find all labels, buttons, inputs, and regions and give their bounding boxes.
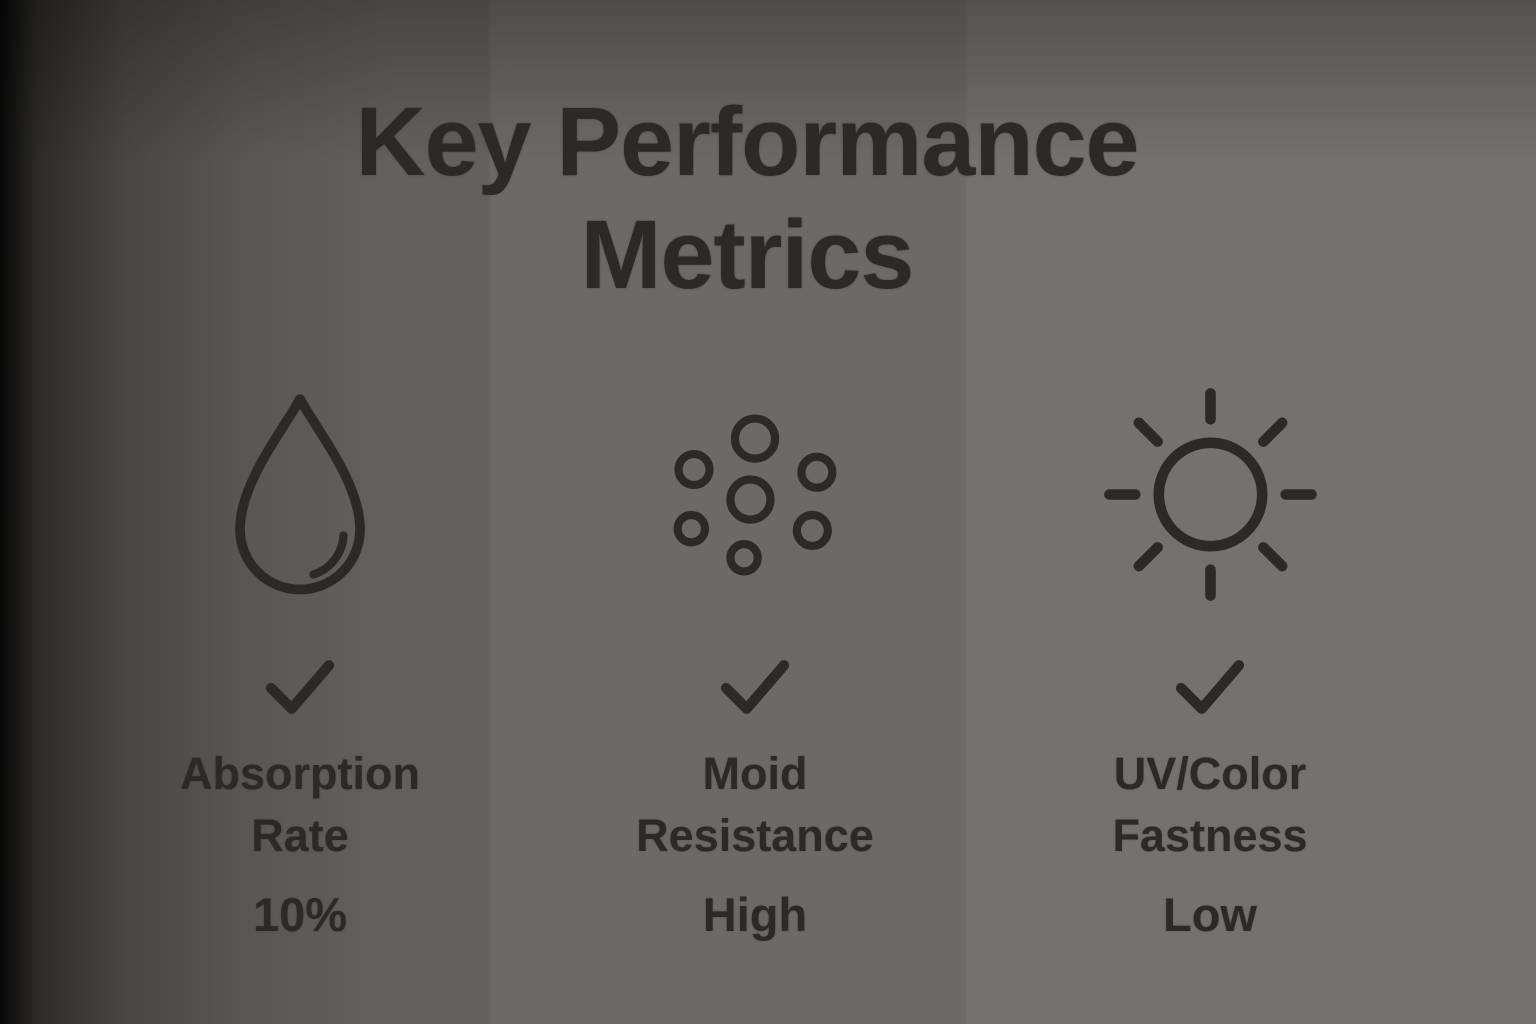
metric-label-line1: Moid xyxy=(702,748,808,799)
metric-label-line2: Fastness xyxy=(1112,810,1308,862)
metric-label: Absorption Rate xyxy=(110,743,490,867)
metric-label-line1: UV/Color xyxy=(1113,748,1307,799)
page-title-line2: Metrics xyxy=(580,199,915,309)
checkmark-icon xyxy=(254,655,346,717)
sun-icon xyxy=(1093,372,1328,617)
metric-label-line2: Resistance xyxy=(636,810,874,862)
checkmark-icon xyxy=(1164,655,1256,717)
metric-label-line1: Absorption xyxy=(180,748,420,799)
metric-column-mold-resistance: Moid Resistance High xyxy=(565,372,945,942)
metric-label: UV/Color Fastness xyxy=(1015,743,1405,867)
metric-value: 10% xyxy=(252,888,348,942)
metric-value: Low xyxy=(1163,888,1257,942)
mold-spores-icon xyxy=(664,372,846,617)
page-title-line1: Key Performance xyxy=(355,87,1140,196)
metric-label: Moid Resistance xyxy=(565,743,945,867)
checkmark-icon xyxy=(709,655,801,717)
metric-column-uv-fastness: UV/Color Fastness Low xyxy=(1015,372,1405,942)
metric-value: High xyxy=(702,888,808,942)
page-title: Key Performance Metrics xyxy=(0,86,1536,311)
metric-label-line2: Rate xyxy=(251,810,349,862)
water-drop-icon xyxy=(225,372,375,617)
metric-column-absorption: Absorption Rate 10% xyxy=(110,372,490,942)
